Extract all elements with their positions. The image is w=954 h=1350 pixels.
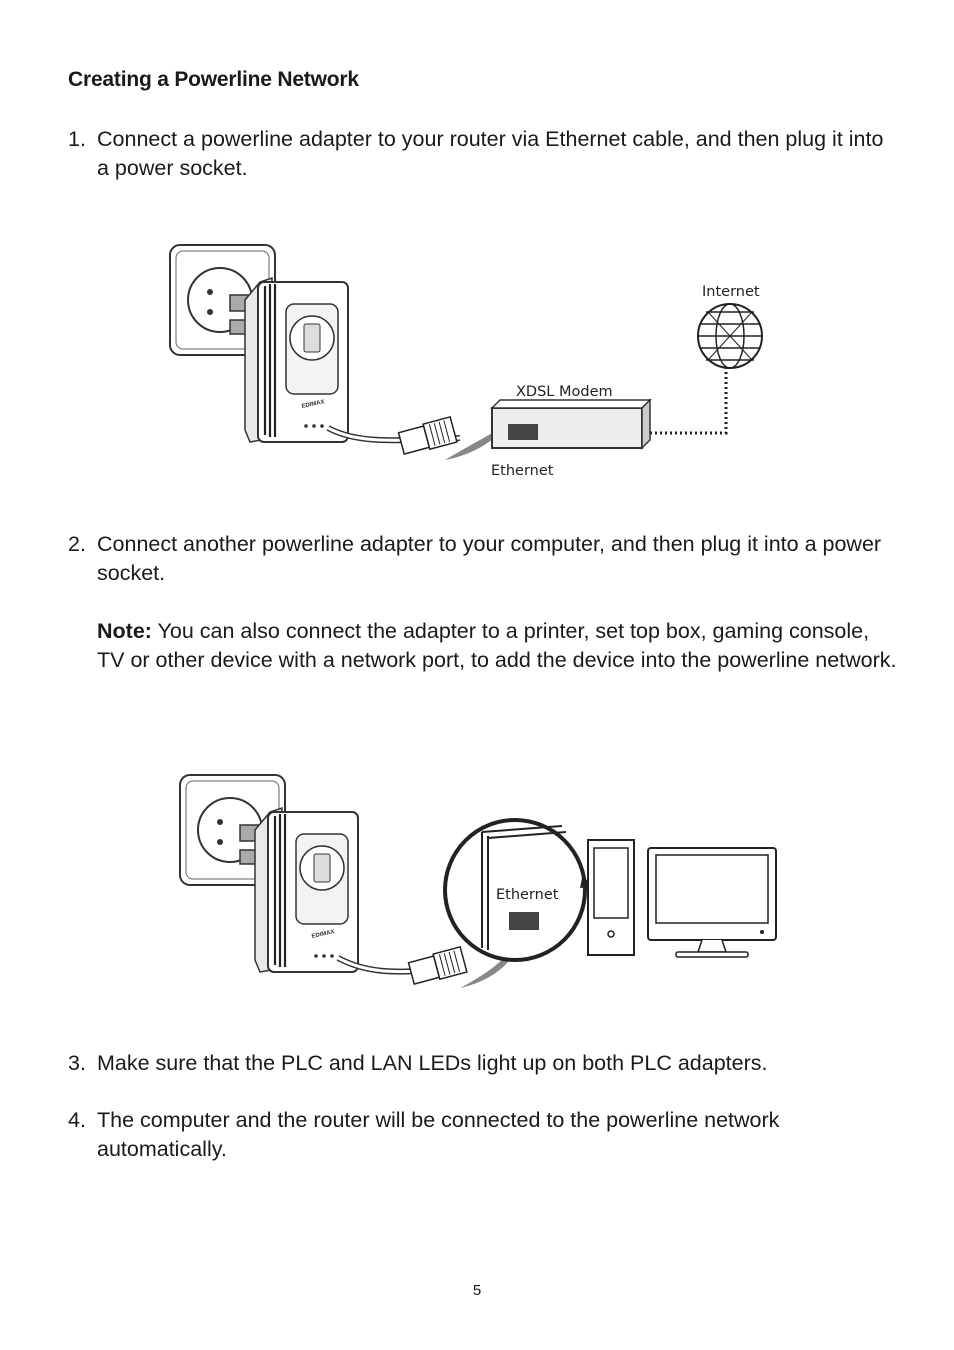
- modem-label: XDSL Modem: [516, 384, 613, 400]
- brand-logo: EDIMAX: [301, 399, 325, 410]
- ethernet-label: Ethernet: [491, 463, 554, 479]
- page-number: 5: [472, 1282, 482, 1299]
- step-text: The computer and the router will be conn…: [97, 1108, 780, 1161]
- xdsl-modem: [490, 398, 652, 450]
- powerline-adapter: EDIMAX: [229, 276, 349, 443]
- computer-tower-icon: [587, 839, 635, 956]
- ethernet-port-zoom: [443, 818, 602, 962]
- globe-icon: [697, 303, 763, 369]
- internet-connection-line: [650, 368, 728, 435]
- note-label: Note:: [97, 619, 152, 643]
- section-heading: Creating a Powerline Network: [68, 68, 359, 91]
- step-text: Connect a powerline adapter to your rout…: [97, 127, 884, 180]
- step-1: 1. Connect a powerline adapter to your r…: [68, 125, 898, 183]
- step-text: Make sure that the PLC and LAN LEDs ligh…: [97, 1051, 768, 1075]
- ethernet-port-icon: [509, 912, 539, 930]
- step-number: 4.: [68, 1108, 86, 1132]
- step-number: 2.: [68, 532, 86, 556]
- ethernet-cable: [326, 415, 461, 455]
- powerline-adapter: EDIMAX: [239, 806, 359, 973]
- ethernet-cable: [336, 945, 468, 985]
- step-number: 1.: [68, 127, 86, 151]
- internet-label: Internet: [702, 284, 760, 300]
- monitor-icon: [647, 847, 777, 958]
- computer-connection-figure: EDIMAX Ethernet: [179, 774, 777, 988]
- ethernet-label: Ethernet: [496, 887, 559, 903]
- step-text: Connect another powerline adapter to you…: [97, 532, 882, 585]
- ethernet-port-icon: [508, 424, 538, 440]
- step-3: 3. Make sure that the PLC and LAN LEDs l…: [68, 1049, 898, 1078]
- note-text: You can also connect the adapter to a pr…: [97, 619, 897, 672]
- step-number: 3.: [68, 1051, 86, 1075]
- step-2: 2. Connect another powerline adapter to …: [68, 530, 898, 675]
- step-4: 4. The computer and the router will be c…: [68, 1106, 898, 1164]
- router-connection-figure: EDIMAX XDSL Modem Ethernet: [169, 244, 763, 479]
- note: Note: You can also connect the adapter t…: [97, 617, 898, 675]
- brand-logo: EDIMAX: [311, 929, 335, 940]
